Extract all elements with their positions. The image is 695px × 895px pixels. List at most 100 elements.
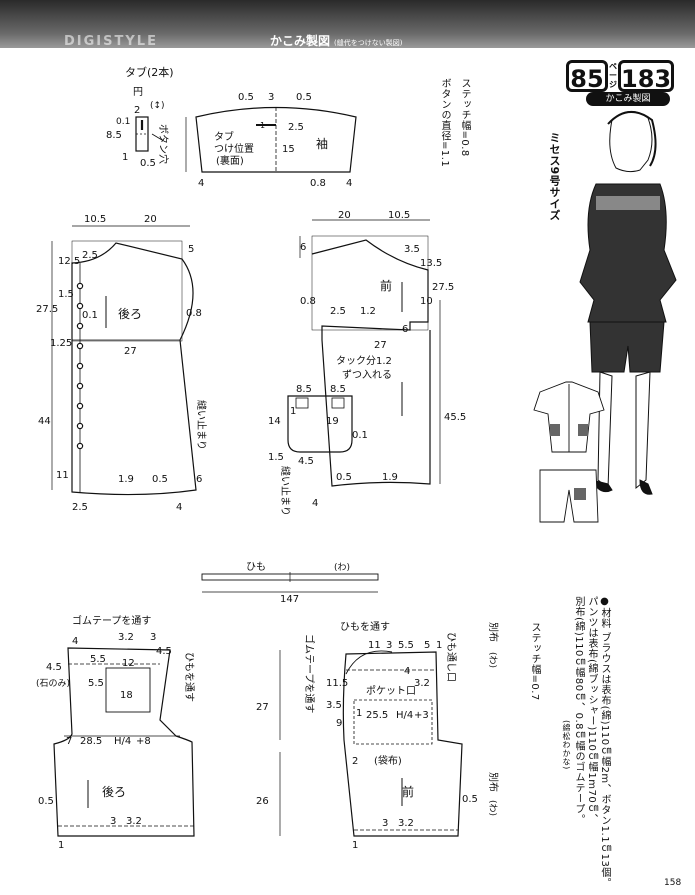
bessu-label-1: 別布	[487, 622, 499, 642]
back-slit-label: 縫い止まり	[195, 400, 208, 450]
pants-front-dim-115: 11.5	[326, 678, 348, 689]
back-dim-125b: 1.25	[50, 338, 72, 349]
credit: (綿松わかな)	[562, 720, 571, 770]
pants-dim-26: 26	[256, 796, 269, 807]
back-dim-4: 4	[176, 502, 182, 513]
pants-front-dim-55: 5.5	[398, 640, 414, 651]
sleeve-dim-25: 2.5	[288, 122, 304, 133]
pants-back-piece: ゴムテープを通す ひもを通す 4 3.2 3 5.5 12 4.5 4.5 (石…	[36, 614, 195, 851]
sleeve-dim-05b: 0.5	[296, 92, 312, 103]
tab-wa-mark: 円	[133, 87, 143, 98]
stitch-width-note: ステッチ幅=0.8	[459, 78, 470, 157]
front-dim-top-105: 10.5	[388, 210, 410, 221]
back-dim-44: 44	[38, 416, 51, 427]
front-bodice-piece: 20 10.5 6 3.5 13.5 27.5 0.8 2.5 1.2 10 6…	[298, 210, 466, 509]
pants-illustration	[539, 469, 599, 523]
pocket-dim-85b: 8.5	[330, 384, 346, 395]
pants-back-himo-label: ひもを通す	[183, 652, 195, 702]
pocket-dim-85a: 8.5	[296, 384, 312, 395]
pants-back-mimi: (石のみ)	[36, 678, 70, 689]
pants-back-dim-h4: H/4	[114, 736, 131, 747]
pants-front-dim-2: 2	[352, 756, 358, 767]
front-tuck-line2: ずつ入れる	[342, 369, 392, 381]
tab-dim-width: 2	[134, 105, 140, 116]
pants-front-dim-1b: 1	[356, 708, 362, 719]
back-bodice-piece: 10.5 20 12.5 2.5 5 1.5 27.5 0.1 0.8 1.25…	[36, 214, 202, 513]
pants-front-dim-05: 0.5	[462, 794, 478, 805]
front-dim-275: 27.5	[432, 282, 454, 293]
page-badge: 85 ページ 183 かこみ製図	[566, 60, 674, 106]
badge-number: 85	[566, 60, 608, 93]
tab-dim-1: 1	[122, 152, 128, 163]
string-length: 147	[280, 594, 299, 605]
pants-back-dim-7: 7	[66, 736, 72, 747]
back-dim-275: 27.5	[36, 304, 58, 315]
string-piece: ひも (わ) 147	[201, 561, 379, 605]
badge-subtitle: かこみ製図	[586, 92, 670, 106]
front-dim-6: 6	[300, 242, 306, 253]
pocket-dim-19: 19	[326, 416, 339, 427]
back-dim-25b: 2.5	[72, 502, 88, 513]
back-dim-top-20: 20	[144, 214, 157, 225]
back-dim-27: 27	[124, 346, 137, 357]
front-dim-35: 3.5	[404, 244, 420, 255]
string-label: ひも	[246, 561, 266, 573]
front-dim-45: 4.5	[298, 456, 314, 467]
pocket-piece: 8.5 8.5 14 19 0.1 1.5 1	[268, 384, 368, 463]
sleeve-tab-position-3: (裏面)	[216, 154, 244, 167]
pants-front-dim-3b: 3	[382, 818, 388, 829]
pocket-dim-15: 1.5	[268, 452, 284, 463]
pants-front-dim-11: 11	[368, 640, 381, 651]
pants-back-dim-05: 0.5	[38, 796, 54, 807]
pants-back-dim-4: 4	[72, 636, 78, 647]
pants-back-dim-285: 28.5	[80, 736, 102, 747]
pants-front-himo-hole-label: ひも通し口	[445, 632, 457, 682]
pants-front-pocket-mouth: ポケット口	[366, 685, 416, 697]
front-dim-25: 2.5	[330, 306, 346, 317]
header-subtitle: (縫代をつけない製図)	[334, 39, 403, 47]
front-dim-top-20: 20	[338, 210, 351, 221]
pants-back-dim-plus8: +8	[136, 736, 151, 747]
back-label: 後ろ	[118, 307, 142, 321]
sleeve-dim-4a: 4	[198, 178, 204, 189]
pocket-dim-14: 14	[268, 416, 281, 427]
pants-back-dim-55b: 5.5	[88, 678, 104, 689]
pants-dim-27: 27	[256, 702, 269, 713]
sleeve-dim-15: 15	[282, 144, 295, 155]
model-illustration	[579, 111, 677, 495]
sleeve-dim-1: 1	[260, 121, 265, 130]
pants-front-dim-32b: 3.2	[398, 818, 414, 829]
tab-dim-05: 0.5	[140, 158, 156, 169]
header-title: かこみ製図(縫代をつけない製図)	[270, 34, 403, 48]
back-dim-6: 6	[196, 474, 202, 485]
pants-front-dim-1c: 1	[352, 840, 358, 851]
back-dim-05: 0.5	[152, 474, 168, 485]
pants-back-dim-45b: 4.5	[46, 662, 62, 673]
bessu-wa-1: (わ)	[487, 652, 498, 668]
pants-front-piece: ひもを通す ゴムテープを通す ひも通し口 11 3 5.5 5 1 11.5 4…	[303, 621, 478, 851]
front-dim-19: 1.9	[382, 472, 398, 483]
sleeve-label: 袖	[316, 136, 328, 151]
front-dim-6b: 6	[402, 324, 408, 335]
front-slit-label: 縫い止まり	[279, 466, 292, 516]
back-dim-25: 2.5	[82, 250, 98, 261]
back-dim-19: 1.9	[118, 474, 134, 485]
pants-front-dim-1: 1	[436, 640, 442, 651]
sleeve-dim-08: 0.8	[310, 178, 326, 189]
pants-back-dim-3: 3	[150, 632, 156, 643]
front-dim-05: 0.5	[336, 472, 352, 483]
sleeve-dim-05a: 0.5	[238, 92, 254, 103]
front-dim-08: 0.8	[300, 296, 316, 307]
string-wa: (わ)	[334, 562, 350, 573]
page-header: DIGISTYLE かこみ製図(縫代をつけない製図)	[0, 0, 695, 49]
pants-front-himo-label: ひもを通す	[340, 621, 390, 633]
front-dim-135: 13.5	[420, 258, 442, 269]
tab-dim-length: 8.5	[106, 130, 122, 141]
pants-back-dim-3b: 3	[110, 816, 116, 827]
pants-back-dim-12: 12	[122, 658, 135, 669]
sleeve-dim-4b: 4	[346, 178, 352, 189]
size-label: ミセス9号サイズ	[548, 132, 561, 221]
pants-length-dims: 27 26	[256, 650, 281, 836]
pants-front-dim-32: 3.2	[414, 678, 430, 689]
